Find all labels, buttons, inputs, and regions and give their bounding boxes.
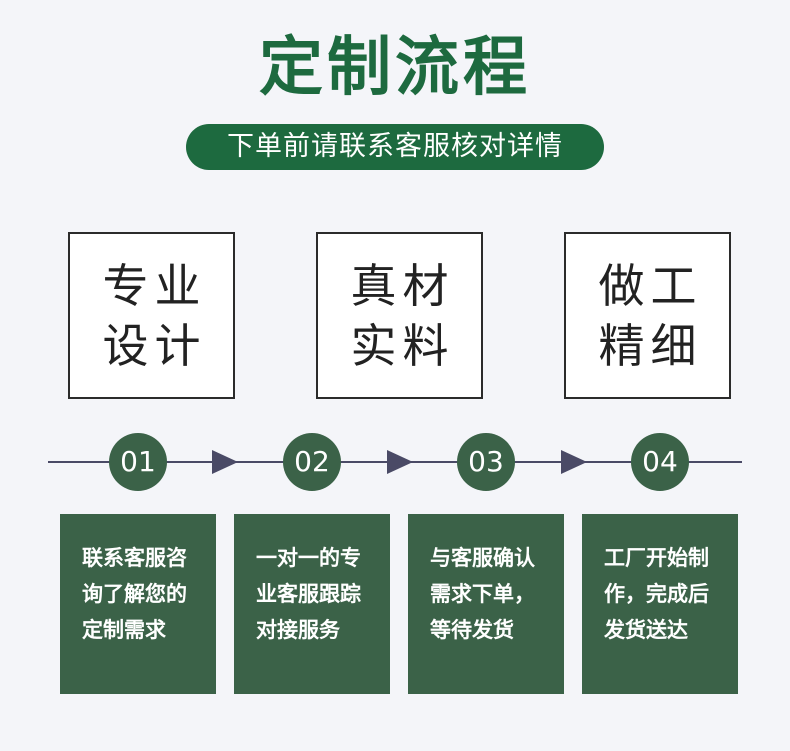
feature-box-design: 专业 设计	[68, 232, 235, 399]
step-text: 需求下单，	[430, 582, 535, 606]
feature-label: 设计	[102, 318, 207, 373]
feature-label: 精细	[598, 318, 703, 373]
subtitle-banner: 下单前请联系客服核对详情	[186, 124, 604, 170]
step-text: 一对一的专	[256, 546, 361, 570]
step-text: 询了解您的	[82, 582, 187, 606]
step-card-2: 一对一的专 业客服跟踪 对接服务	[234, 514, 390, 694]
arrow-right-icon	[387, 450, 413, 474]
step-card-4: 工厂开始制 作，完成后 发货送达	[582, 514, 738, 694]
feature-box-craft: 做工 精细	[564, 232, 731, 399]
step-number-03: 03	[457, 433, 515, 491]
step-text: 与客服确认	[430, 546, 535, 570]
step-text: 联系客服咨	[82, 546, 187, 570]
arrow-right-icon	[212, 450, 238, 474]
feature-label: 专业	[102, 258, 207, 313]
step-text: 工厂开始制	[604, 546, 709, 570]
step-text: 发货送达	[604, 618, 688, 642]
step-card-3: 与客服确认 需求下单， 等待发货	[408, 514, 564, 694]
feature-label: 真材	[350, 258, 455, 313]
step-number-01: 01	[109, 433, 167, 491]
step-text: 作，完成后	[604, 582, 709, 606]
feature-label: 实料	[350, 318, 455, 373]
step-text: 业客服跟踪	[256, 582, 361, 606]
step-card-1: 联系客服咨 询了解您的 定制需求	[60, 514, 216, 694]
step-text: 定制需求	[82, 618, 166, 642]
arrow-right-icon	[561, 450, 587, 474]
feature-label: 做工	[598, 258, 703, 313]
step-text: 对接服务	[256, 618, 340, 642]
step-number-02: 02	[283, 433, 341, 491]
step-number-04: 04	[631, 433, 689, 491]
page-title: 定制流程	[259, 31, 531, 105]
step-text: 等待发货	[430, 618, 514, 642]
feature-box-materials: 真材 实料	[316, 232, 483, 399]
